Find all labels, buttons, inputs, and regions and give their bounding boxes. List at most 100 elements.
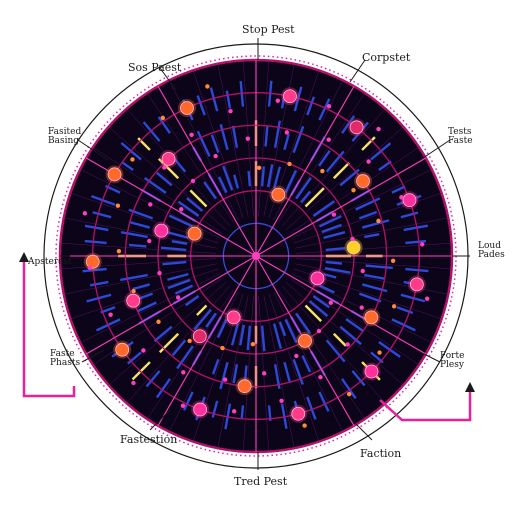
small-dot bbox=[326, 137, 331, 142]
chart-gridline bbox=[126, 285, 230, 404]
bar-mark bbox=[332, 161, 351, 180]
small-dot bbox=[302, 423, 307, 428]
small-dot bbox=[189, 132, 194, 138]
bar-mark bbox=[400, 211, 419, 219]
small-dot bbox=[320, 168, 325, 174]
bar-mark bbox=[405, 239, 427, 245]
bar-mark bbox=[272, 323, 283, 350]
chart-marker bbox=[107, 167, 122, 182]
bar-mark bbox=[211, 400, 219, 418]
bar-mark bbox=[136, 301, 157, 313]
small-dot bbox=[262, 371, 267, 376]
label-leader bbox=[149, 409, 171, 431]
small-dot bbox=[345, 342, 350, 347]
small-dot bbox=[360, 268, 365, 274]
bar-mark bbox=[293, 86, 303, 112]
bar-mark bbox=[306, 96, 316, 116]
chart-spoke bbox=[255, 255, 427, 355]
bar-mark bbox=[323, 231, 346, 240]
label-lower-left: Faste Phasts bbox=[50, 349, 81, 368]
small-dot bbox=[359, 305, 364, 310]
label-leader bbox=[81, 349, 105, 363]
bar-mark bbox=[280, 403, 288, 429]
chart-gridline bbox=[63, 217, 217, 249]
chart-gridline bbox=[80, 273, 221, 343]
bar-mark bbox=[278, 321, 287, 337]
small-dot bbox=[175, 295, 181, 300]
small-dot bbox=[157, 270, 162, 276]
bar-mark bbox=[171, 239, 188, 246]
chart-spoke bbox=[157, 255, 257, 427]
chart-spoke bbox=[157, 85, 257, 257]
bar-mark bbox=[400, 293, 426, 303]
bar-mark bbox=[176, 345, 194, 370]
bar-mark bbox=[325, 150, 345, 173]
bar-mark bbox=[157, 157, 180, 180]
small-dot bbox=[228, 109, 233, 114]
label-leader bbox=[77, 139, 109, 161]
bar-mark bbox=[209, 87, 219, 112]
chart-marker bbox=[161, 151, 176, 166]
chart-gridline bbox=[278, 92, 366, 223]
chart-gridline bbox=[126, 108, 230, 227]
chart-gridline bbox=[108, 282, 227, 386]
bar-mark bbox=[185, 295, 200, 307]
small-dot bbox=[419, 242, 425, 247]
chart-gridline bbox=[295, 258, 452, 270]
bar-mark bbox=[167, 272, 189, 281]
bar-mark bbox=[171, 339, 187, 356]
bar-mark bbox=[292, 358, 304, 385]
bar-mark bbox=[284, 318, 298, 344]
chart-gridline bbox=[217, 295, 249, 449]
chart-gridline bbox=[273, 291, 343, 432]
bar-mark bbox=[84, 224, 109, 232]
bar-mark bbox=[219, 361, 229, 390]
chart-gridline bbox=[242, 295, 254, 452]
bar-mark bbox=[345, 318, 364, 332]
small-dot bbox=[328, 300, 333, 305]
label-top-left: Sos Paest bbox=[128, 61, 182, 74]
chart-marker bbox=[356, 174, 370, 188]
chart-marker bbox=[154, 223, 169, 238]
bar-mark bbox=[131, 361, 151, 381]
bar-mark bbox=[219, 123, 229, 151]
small-dot bbox=[351, 188, 356, 193]
bar-mark bbox=[403, 224, 428, 232]
bar-mark bbox=[364, 233, 380, 239]
chart-gridline bbox=[92, 146, 223, 234]
small-dot bbox=[284, 130, 290, 135]
bar-mark bbox=[283, 133, 290, 151]
bar-mark bbox=[142, 121, 161, 142]
bar-mark bbox=[396, 306, 414, 315]
chart-marker bbox=[364, 364, 379, 379]
chart-gridline bbox=[285, 126, 404, 230]
chart-marker bbox=[271, 187, 286, 202]
bar-mark bbox=[246, 325, 252, 351]
bar-mark bbox=[128, 243, 147, 248]
bar-mark bbox=[312, 200, 335, 217]
chart-marker bbox=[346, 240, 361, 255]
bar-mark bbox=[231, 125, 239, 148]
bar-mark bbox=[160, 246, 187, 252]
small-dot bbox=[294, 353, 299, 359]
bar-mark bbox=[203, 181, 217, 200]
bar-mark bbox=[90, 194, 116, 206]
label-lower-right: Forte Plesy bbox=[440, 351, 465, 370]
bar-mark bbox=[318, 391, 330, 412]
bar-mark bbox=[295, 176, 312, 200]
small-dot bbox=[275, 98, 281, 103]
small-dot bbox=[181, 370, 186, 375]
bar-mark bbox=[153, 325, 173, 343]
bar-mark bbox=[127, 351, 142, 365]
bar-mark bbox=[196, 304, 208, 316]
chart-gridline bbox=[258, 60, 270, 217]
chart-gridline bbox=[263, 63, 295, 217]
chart-marker bbox=[291, 406, 306, 421]
small-dot bbox=[160, 115, 166, 121]
chart-marker bbox=[193, 402, 208, 417]
small-dot bbox=[377, 350, 382, 355]
small-dot bbox=[316, 328, 322, 334]
chart-gridline bbox=[291, 169, 432, 239]
left-bracket bbox=[22, 262, 76, 398]
bar-mark bbox=[210, 134, 220, 154]
